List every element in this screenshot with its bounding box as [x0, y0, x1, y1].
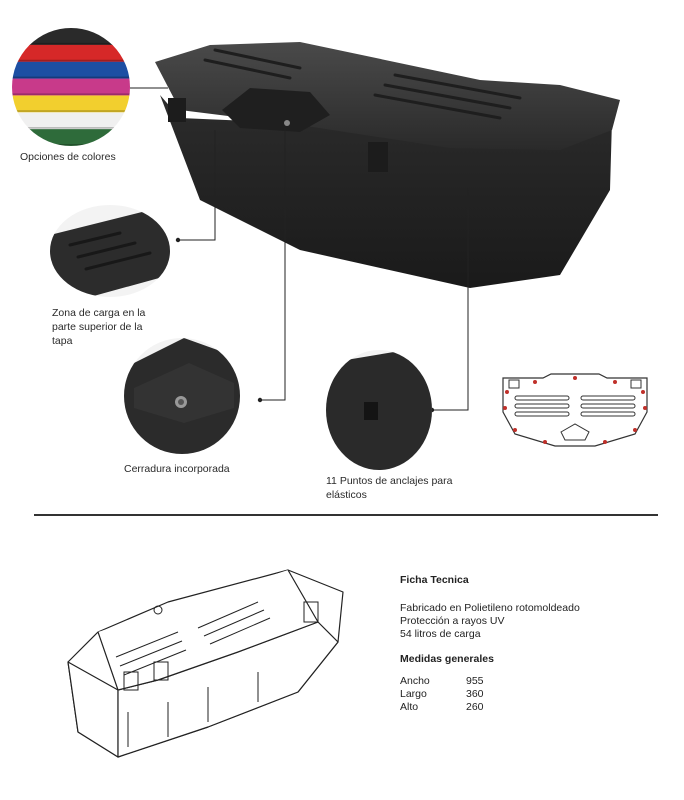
caption-load-zone: Zona de carga en la parte superior de la… — [52, 307, 146, 347]
anchor-point — [613, 380, 617, 384]
anchor-image — [326, 350, 432, 470]
dim-row: Largo 360 — [400, 688, 660, 701]
load-zone-image — [50, 205, 170, 297]
spec-line: 54 litros de carga — [400, 628, 481, 640]
dim-label: Alto — [400, 701, 419, 713]
anchor-point — [643, 406, 647, 410]
anchor-point — [533, 380, 537, 384]
anchor-point — [505, 390, 509, 394]
color-swatch — [12, 44, 130, 63]
line-drawing-image — [67, 569, 344, 758]
lock-image — [124, 338, 240, 454]
anchor-point — [513, 428, 517, 432]
section-divider — [34, 514, 658, 516]
anchor-point — [633, 428, 637, 432]
spec-sheet: Ficha Tecnica Fabricado en Polietileno r… — [400, 574, 660, 714]
anchor-point — [503, 406, 507, 410]
color-swatch — [12, 61, 130, 80]
anchor-point — [573, 376, 577, 380]
spec-title: Ficha Tecnica — [400, 574, 469, 586]
spec-line: Fabricado en Polietileno rotomoldeado — [400, 602, 580, 614]
spec-line: Protección a rayos UV — [400, 615, 505, 627]
dim-value: 360 — [466, 688, 484, 700]
anchor-point — [641, 390, 645, 394]
dim-value: 955 — [466, 675, 484, 687]
caption-anchors: 11 Puntos de anclajes para elásticos — [326, 475, 453, 501]
dim-label: Largo — [400, 688, 427, 700]
dim-value: 260 — [466, 701, 484, 713]
dim-row: Alto 260 — [400, 701, 660, 714]
anchor-points — [503, 376, 647, 444]
color-swatch — [12, 78, 130, 96]
anchor-point — [603, 440, 607, 444]
product-main-image — [123, 42, 620, 413]
dim-row: Ancho 955 — [400, 675, 660, 688]
dims-title: Medidas generales — [400, 653, 494, 665]
dim-label: Ancho — [400, 675, 430, 687]
color-swatch — [12, 112, 130, 130]
color-options-image — [12, 28, 130, 146]
anchor-point — [543, 440, 547, 444]
color-swatches — [12, 28, 130, 146]
caption-colors: Opciones de colores — [20, 151, 116, 163]
color-swatch — [12, 95, 130, 113]
top-view-diagram — [502, 373, 648, 447]
caption-lock: Cerradura incorporada — [124, 463, 230, 475]
